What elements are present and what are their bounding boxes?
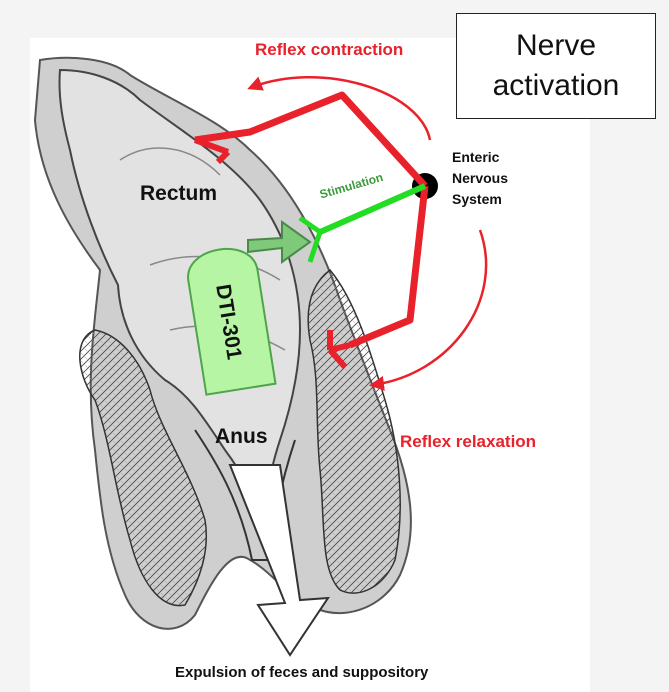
rectum-label: Rectum: [140, 182, 217, 206]
reflex-relaxation-arrow: [372, 230, 486, 385]
reflex-relaxation-label: Reflex relaxation: [400, 432, 536, 452]
title-box: Nerve activation: [456, 13, 656, 119]
caption: Expulsion of feces and suppository: [175, 664, 428, 681]
title-line-1: Nerve: [516, 26, 596, 66]
reflex-contraction-label: Reflex contraction: [255, 40, 403, 60]
anus-label: Anus: [215, 425, 268, 449]
ens-label-line-2: Nervous: [452, 168, 508, 189]
enteric-nervous-system-label: Enteric Nervous System: [452, 147, 508, 210]
reflex-contraction-arrow: [250, 77, 430, 140]
ens-label-line-3: System: [452, 189, 508, 210]
title-line-2: activation: [493, 66, 620, 106]
ens-label-line-1: Enteric: [452, 147, 508, 168]
